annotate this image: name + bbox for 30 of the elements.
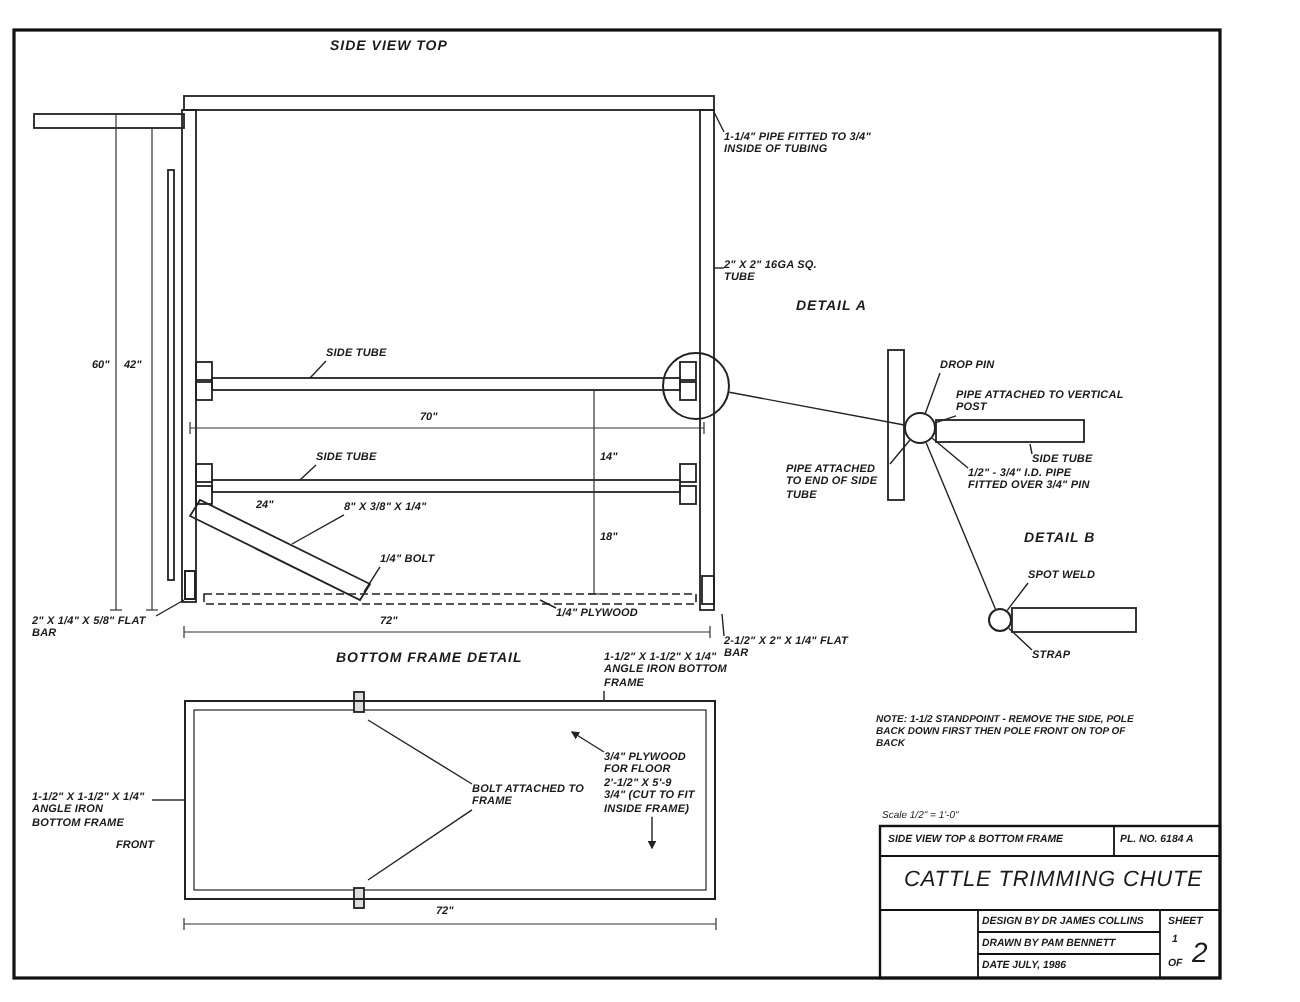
detail-circle [662, 352, 730, 420]
leader-line [713, 267, 725, 269]
leader-line [721, 613, 725, 637]
connector-line [925, 442, 997, 610]
leader-line [367, 719, 473, 785]
drawing-title: CATTLE TRIMMING CHUTE [904, 868, 1203, 892]
connector-line [889, 439, 911, 465]
connector-line [1008, 627, 1033, 651]
connector-line [603, 690, 605, 701]
leader-line [363, 566, 381, 593]
leader-line [570, 731, 605, 753]
leader-line [309, 360, 327, 379]
leader-line [299, 464, 317, 481]
pin-ring [904, 412, 936, 444]
leader-line [539, 599, 557, 609]
connector-line [151, 799, 185, 801]
connector-line [934, 415, 957, 424]
connector-line [931, 437, 969, 469]
pin-ring [988, 608, 1012, 632]
connector-line [1006, 582, 1029, 612]
connector-line [155, 599, 185, 617]
leader-line [1029, 443, 1033, 455]
connector-line [728, 391, 905, 426]
connector-line [924, 372, 941, 414]
flat-bar-plate [184, 570, 196, 600]
sheet-count: 2 [1192, 936, 1208, 968]
leader-line [291, 514, 345, 545]
leader-line [647, 816, 657, 850]
leader-line [367, 809, 473, 881]
leader-line [713, 111, 725, 133]
